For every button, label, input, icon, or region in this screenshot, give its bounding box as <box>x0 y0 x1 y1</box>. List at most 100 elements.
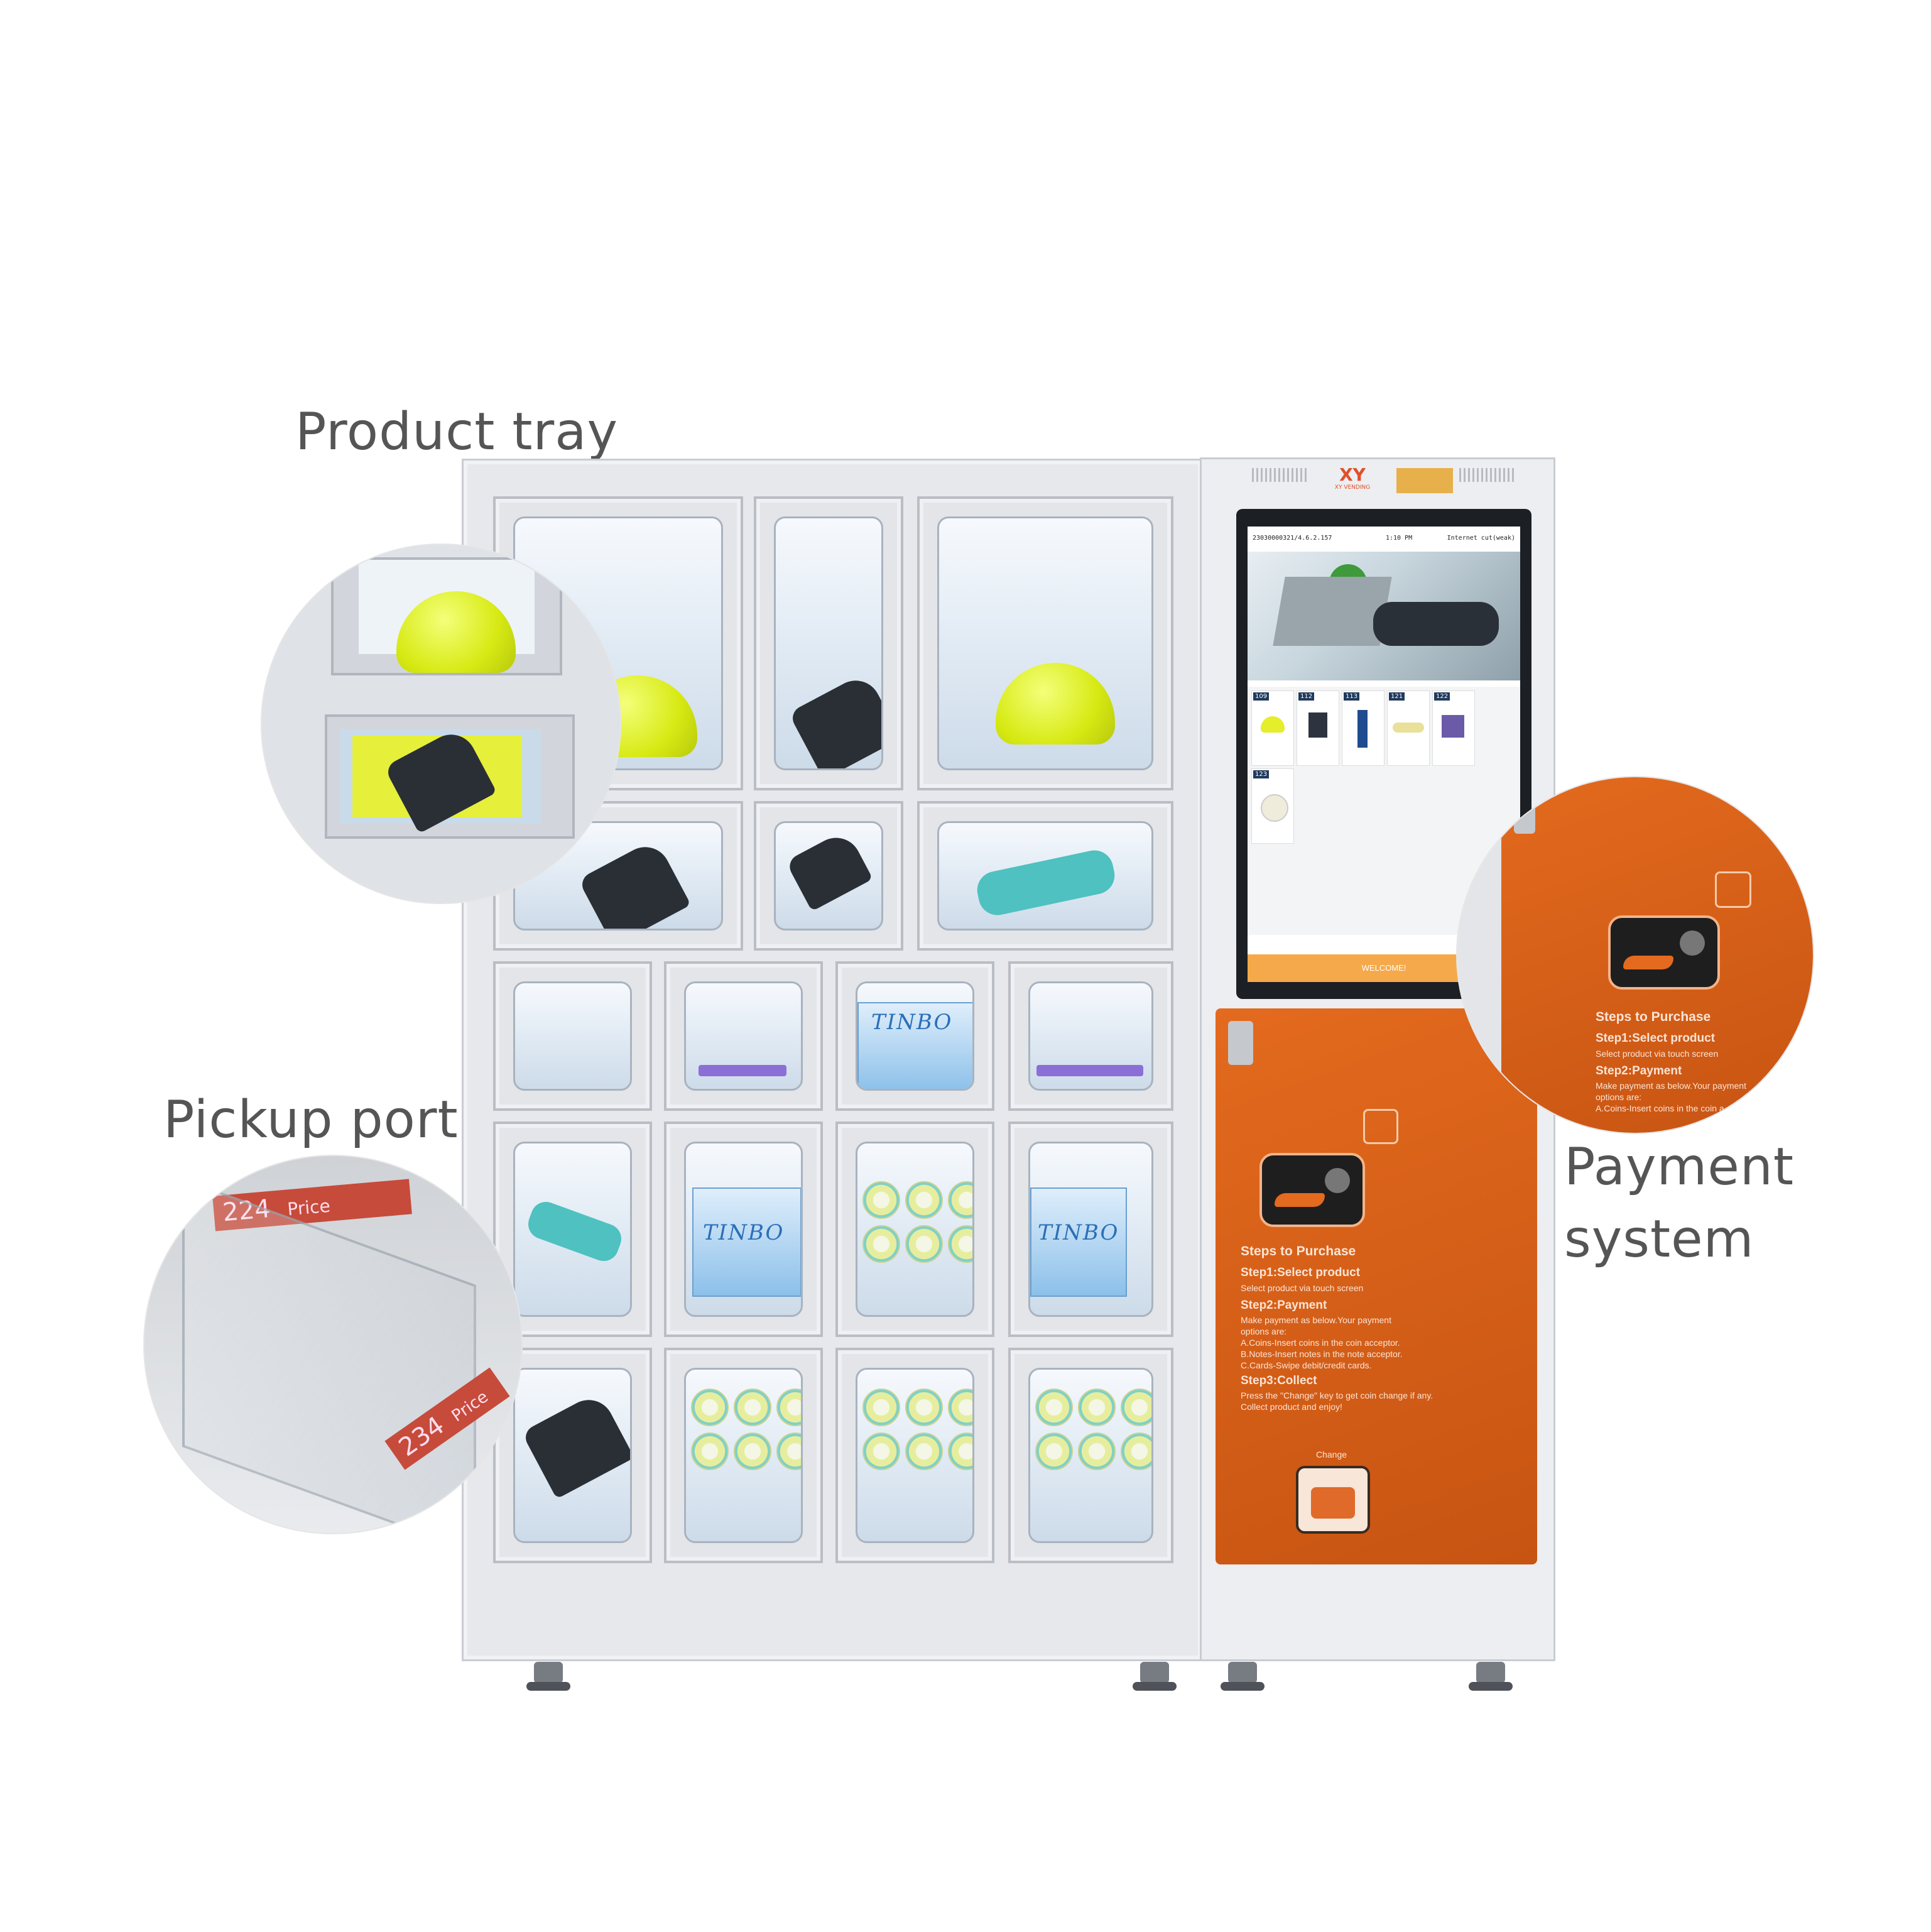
product-tray-zoom <box>261 543 621 904</box>
glue-gun-product <box>578 838 691 929</box>
step2-option-b: B.Notes-Insert notes in the note accepto… <box>1241 1349 1403 1359</box>
change-label: Change <box>1316 1449 1347 1460</box>
locker-door-8[interactable] <box>664 961 823 1111</box>
locker-door-12[interactable]: TINBO <box>664 1122 823 1337</box>
locker-door-9[interactable]: TINBO <box>835 961 994 1111</box>
zoom-steps-title: Steps to Purchase <box>1596 1010 1711 1024</box>
product-card[interactable]: 123 <box>1251 768 1294 844</box>
change-slot <box>1311 1487 1355 1519</box>
locker-door-10[interactable] <box>1008 961 1173 1111</box>
tinbo-brand-text: TINBO <box>1038 1220 1119 1245</box>
product-card[interactable]: 113 <box>1342 690 1384 766</box>
locker-door-5[interactable] <box>754 801 903 951</box>
tape-rolls-bottom <box>1035 1433 1151 1470</box>
zoom-card-reader-icon <box>1715 871 1751 908</box>
tape-rolls-top <box>691 1389 801 1426</box>
locker-door-3[interactable] <box>917 496 1173 790</box>
locker-door-14[interactable]: TINBO <box>1008 1122 1173 1337</box>
hot-knife-product <box>524 1198 626 1265</box>
card-reader-icon <box>1363 1109 1398 1144</box>
zoom-step2-option-a: A.Coins-Insert coins in the coin a... <box>1596 1103 1732 1113</box>
tape-rolls-bottom <box>691 1433 801 1470</box>
tinbo-box: TINBO <box>857 1002 972 1089</box>
zoom-door-top <box>331 557 562 675</box>
step2-option-a: A.Coins-Insert coins in the coin accepto… <box>1241 1338 1400 1348</box>
product-card[interactable]: 122 <box>1432 690 1475 766</box>
coin-slot-swoosh <box>1275 1193 1325 1207</box>
pickup-port-label: Pickup port <box>163 1090 459 1150</box>
cabinet-foot <box>526 1662 570 1691</box>
product-tray-label: Product tray <box>295 402 619 462</box>
coin-acceptor[interactable] <box>1259 1153 1365 1227</box>
tape-rolls-top <box>1035 1389 1151 1426</box>
locker-door-11[interactable] <box>493 1122 652 1337</box>
hot-knife-product <box>974 846 1118 919</box>
steps-title: Steps to Purchase <box>1241 1244 1356 1258</box>
zoom-step2-title: Step2:Payment <box>1596 1064 1682 1078</box>
payment-system-label-line1: Payment <box>1564 1137 1794 1197</box>
tape-rolls-top <box>862 1389 972 1426</box>
locker-door-16[interactable] <box>664 1348 823 1563</box>
tinbo-box: TINBO <box>692 1187 801 1297</box>
step2-text-2: options are: <box>1241 1326 1287 1336</box>
coin-slot <box>1325 1168 1350 1193</box>
screen-status-bar: 23030000321/4.6.2.157 1:10 PM Internet c… <box>1248 527 1520 552</box>
speaker-grille-left <box>1252 468 1308 482</box>
speaker-grille-right <box>1459 468 1516 482</box>
step1-title: Step1:Select product <box>1241 1266 1361 1279</box>
locker-door-7[interactable] <box>493 961 652 1111</box>
zoom-step2-text-1: Make payment as below.Your payment <box>1596 1081 1746 1091</box>
zoom-cabinet-edge <box>1457 777 1501 1133</box>
step3-text-2: Collect product and enjoy! <box>1241 1402 1342 1412</box>
clock: 1:10 PM <box>1386 535 1413 542</box>
product-card[interactable]: 112 <box>1297 690 1339 766</box>
helmet-product <box>396 591 516 673</box>
brand-logo: XY <box>1339 464 1366 485</box>
hands-image <box>1373 602 1499 646</box>
step3-title: Step3:Collect <box>1241 1374 1317 1387</box>
step2-title: Step2:Payment <box>1241 1299 1327 1312</box>
tag-price: Price <box>448 1387 492 1426</box>
zoom-panel-lock <box>1514 796 1535 834</box>
zoom-coin-acceptor <box>1608 915 1720 990</box>
glue-gun-product <box>521 1391 630 1499</box>
step1-text: Select product via touch screen <box>1241 1283 1364 1293</box>
laptop-image <box>1273 577 1392 646</box>
zoom-door-bottom <box>325 714 575 839</box>
panel-lock[interactable] <box>1228 1021 1253 1065</box>
zoom-step1-text: Select product via touch screen <box>1596 1049 1719 1059</box>
cabinet-foot <box>1469 1662 1513 1691</box>
tag-price: Price <box>286 1195 332 1220</box>
step2-text-1: Make payment as below.Your payment <box>1241 1315 1391 1325</box>
locker-door-17[interactable] <box>835 1348 994 1563</box>
tinbo-brand-text: TINBO <box>871 1010 953 1035</box>
warning-sticker <box>1396 468 1453 493</box>
locker-door-13[interactable] <box>835 1122 994 1337</box>
zoom-orange-panel: Steps to Purchase Step1:Select product S… <box>1501 777 1813 1133</box>
tinbo-brand-text: TINBO <box>703 1220 785 1245</box>
purple-item <box>1036 1065 1143 1076</box>
locker-door-15[interactable] <box>493 1348 652 1563</box>
payment-system-label-line2: system <box>1564 1209 1754 1269</box>
ad-banner[interactable] <box>1248 552 1520 680</box>
tape-rolls-bottom <box>862 1225 972 1263</box>
product-card[interactable]: 109 <box>1251 690 1294 766</box>
tinbo-box: TINBO <box>1030 1187 1127 1297</box>
change-button[interactable] <box>1296 1466 1370 1534</box>
purple-item <box>699 1065 786 1076</box>
step3-text-1: Press the "Change" key to get coin chang… <box>1241 1390 1433 1400</box>
step2-option-c: C.Cards-Swipe debit/credit cards. <box>1241 1360 1372 1370</box>
acrylic-door <box>182 1177 476 1533</box>
payment-system-zoom: Steps to Purchase Step1:Select product S… <box>1456 776 1814 1134</box>
cabinet-foot <box>1221 1662 1265 1691</box>
locker-door-18[interactable] <box>1008 1348 1173 1563</box>
product-card[interactable]: 121 <box>1387 690 1430 766</box>
tape-rolls-top <box>862 1181 972 1219</box>
device-id: 23030000321/4.6.2.157 <box>1253 535 1332 542</box>
tape-rolls-bottom <box>862 1433 972 1470</box>
pickup-port-zoom: 224 Price 234 Price <box>143 1155 523 1534</box>
locker-door-6[interactable] <box>917 801 1173 951</box>
glue-gun-product <box>785 829 873 912</box>
network-status: Internet cut(weak) <box>1447 535 1515 542</box>
locker-door-2[interactable] <box>754 496 903 790</box>
